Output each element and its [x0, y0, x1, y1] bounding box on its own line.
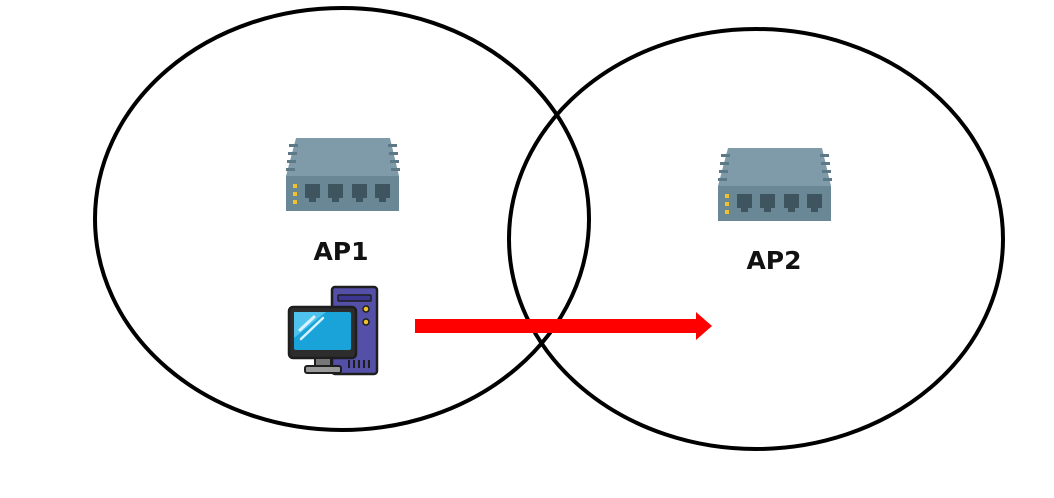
- ap2-coverage-circle: [507, 27, 1005, 451]
- ap1-coverage-circle: [93, 6, 591, 432]
- ap1-label: AP1: [313, 237, 368, 266]
- ap2-label: AP2: [746, 246, 801, 275]
- ap1-router-icon: [286, 138, 400, 211]
- right-arrow-icon: [415, 312, 712, 340]
- desktop-computer-icon: [287, 285, 379, 376]
- ap2-router-icon: [718, 148, 832, 221]
